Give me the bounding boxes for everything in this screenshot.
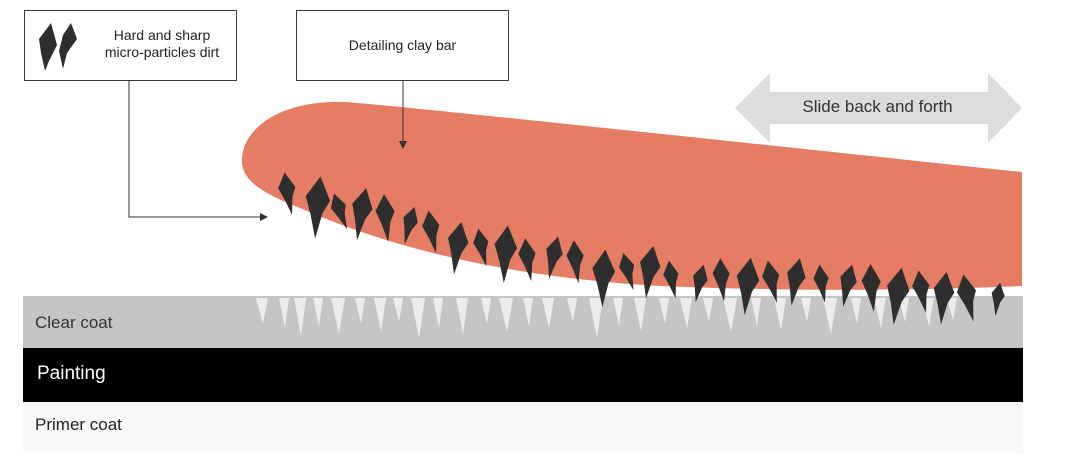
dirt-particle <box>991 282 1005 317</box>
claybar-label-box: Detailing clay bar <box>296 10 509 81</box>
dirt-particle <box>840 264 857 307</box>
dirt-particle <box>813 264 829 303</box>
dirt-particle <box>693 264 708 303</box>
scratch-spike <box>613 298 623 326</box>
clear-coat-label: Clear coat <box>35 313 113 332</box>
primer-coat-label: Primer coat <box>35 415 122 434</box>
dirt-particle <box>375 194 395 242</box>
dirt-particle <box>546 236 563 279</box>
dirt-particle <box>305 176 331 239</box>
legend-line-2: micro-particles dirt <box>104 44 220 60</box>
scratch-spike <box>523 298 533 326</box>
dirt-particle <box>403 206 418 245</box>
scratch-spike <box>393 298 403 322</box>
dirt-particle <box>518 238 536 282</box>
scratch-spike <box>331 298 345 334</box>
dirt-particle <box>566 240 584 284</box>
scratch-spike <box>874 298 886 328</box>
scratch-spike <box>411 298 425 338</box>
double-arrow-icon <box>735 73 1022 143</box>
dirt-particle <box>494 225 518 284</box>
dirt-particle <box>352 188 373 241</box>
scratch-spike <box>589 298 603 338</box>
legend-line-1: Hard and sharp <box>113 27 211 43</box>
dirt-particle <box>448 222 469 275</box>
scratch-spike <box>774 298 786 330</box>
scratch-spike <box>634 298 646 332</box>
scratch-spike <box>703 298 713 322</box>
scratch-spike <box>374 298 386 332</box>
scratch-spike <box>355 298 365 324</box>
dirt-particle-icon <box>39 23 77 71</box>
scratch-spike <box>680 298 692 328</box>
claybar-label: Detailing clay bar <box>348 37 457 53</box>
dirt-particle <box>762 260 780 303</box>
scratch-spike <box>801 298 811 322</box>
dirt-particles <box>278 172 1005 325</box>
dirt-particle <box>933 271 955 325</box>
scratch-spike <box>481 298 491 324</box>
legend-box: Hard and sharp micro-particles dirt <box>24 10 237 81</box>
scratch-spike <box>947 298 957 320</box>
scratch-spike <box>723 298 737 332</box>
dirt-particle <box>787 258 806 306</box>
scratch-spike <box>659 298 669 324</box>
scratch-spike <box>456 298 468 334</box>
dirt-particle <box>422 210 440 254</box>
dirt-particle <box>473 228 489 267</box>
scratch-spike <box>294 298 306 336</box>
dirt-particle <box>712 258 730 302</box>
scratch-spike <box>313 298 323 326</box>
dirt-particle <box>912 270 930 314</box>
scratch-spike <box>823 298 837 334</box>
dirt-particle <box>592 249 616 308</box>
dirt-particle <box>887 267 910 325</box>
painting-layer <box>23 347 1023 402</box>
dirt-particle <box>861 264 881 312</box>
dirt-particle <box>278 172 296 216</box>
legend-leader-line <box>128 81 260 218</box>
clay-bar-shape <box>241 101 1023 290</box>
scratch-spike <box>256 298 268 324</box>
scratch-spike <box>851 298 861 324</box>
painting-label: Painting <box>37 363 106 384</box>
dirt-particle <box>640 246 661 299</box>
legend-leader-arrowhead <box>260 213 268 221</box>
slide-label: Slide back and forth <box>802 97 953 116</box>
scratch-spike <box>499 298 513 332</box>
clear-coat-scratches <box>256 298 957 338</box>
dirt-particle <box>663 260 679 299</box>
scratch-spike <box>542 298 554 328</box>
dirt-particle <box>956 274 976 322</box>
scratch-spike <box>433 298 443 328</box>
primer-coat-layer <box>23 401 1023 453</box>
scratch-spike <box>751 298 761 326</box>
dirt-particle <box>736 257 760 316</box>
scratch-spike <box>567 298 577 322</box>
scratch-spike <box>279 298 289 328</box>
scratch-spike <box>899 298 909 322</box>
claybar-leader-arrowhead <box>399 141 407 149</box>
dirt-particle <box>330 193 348 230</box>
dirt-particle <box>619 252 635 291</box>
legend-text: Hard and sharp micro-particles dirt <box>87 27 237 61</box>
